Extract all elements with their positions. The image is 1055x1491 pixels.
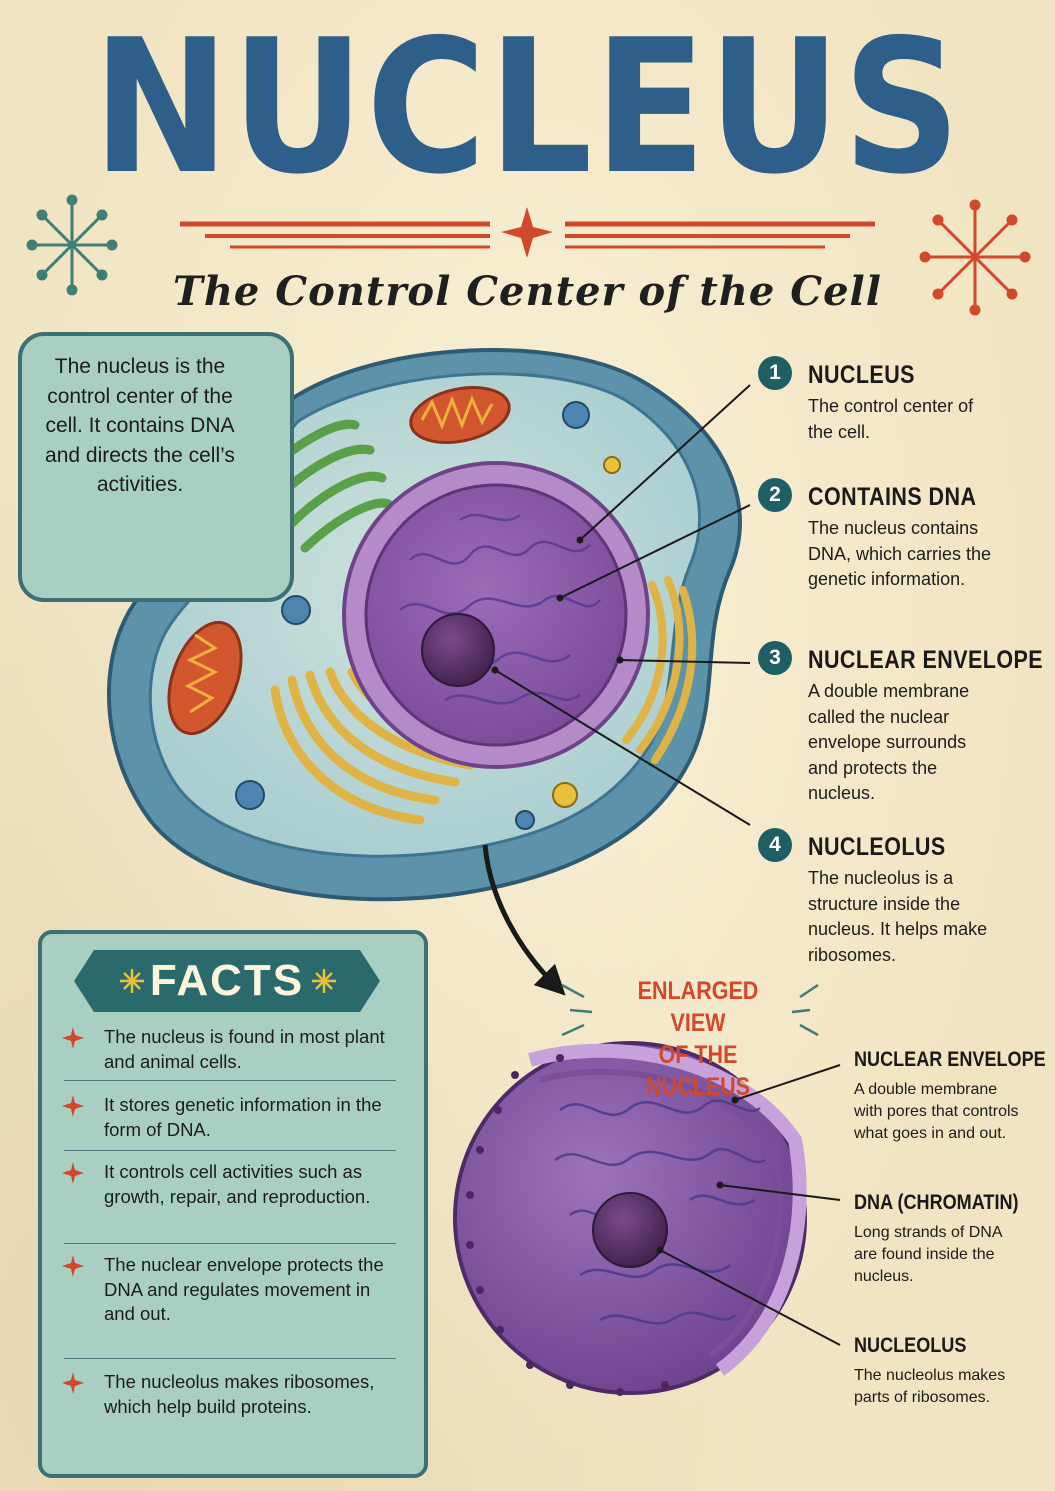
left-starburst-icon [26, 194, 118, 296]
enlarged-leader-lines [659, 1064, 841, 1346]
callout-nuclear-envelope: 3 NUCLEAR ENVELOPE A double membrane cal… [758, 641, 1044, 807]
callout-body: The nucleolus is a structure inside the … [808, 868, 988, 965]
page-subtitle: The Control Center of the Cell [173, 268, 882, 315]
callout-body: A double membrane called the nuclear env… [808, 681, 970, 803]
callout-contains-dna: 2 CONTAINS DNA The nucleus contains DNA,… [758, 478, 1043, 593]
callout-nucleus: 1 NUCLEUS The control center of the cell… [758, 356, 1043, 445]
enlarged-view-label: ENLARGED VIEW OF THE NUCLEUS [612, 975, 784, 1103]
enlarged-label-line2: OF THE NUCLEUS [646, 1041, 750, 1101]
callout-body: The control center of the cell. [808, 396, 974, 442]
mitochondrion-top [409, 386, 511, 444]
enlarged-callout-body: Long strands of DNA are found inside the… [854, 1224, 1002, 1285]
facts-banner [74, 950, 380, 1012]
fact-item: The nucleolus makes ribosomes, which hel… [62, 1370, 394, 1419]
star-bullet-icon [62, 1095, 84, 1117]
nuclear-pores [466, 1054, 669, 1396]
enlarged-callout-heading: DNA (CHROMATIN) [854, 1191, 1019, 1214]
enlarged-label-flourish [561, 983, 819, 1037]
vesicle [515, 810, 535, 830]
enlarged-callout-envelope: NUCLEAR ENVELOPE A double membrane with … [854, 1047, 1054, 1145]
fact-divider [64, 1080, 396, 1081]
animal-cell-illustration [107, 348, 742, 902]
facts-panel [38, 930, 428, 1478]
facts-title: FACTS [149, 956, 305, 1005]
callout-number: 1 [758, 356, 792, 390]
enlarged-callout-heading: NUCLEAR ENVELOPE [854, 1048, 1046, 1071]
enlarged-callout-body: The nucleolus makes parts of ribosomes. [854, 1367, 1006, 1406]
enlarged-callout-body: A double membrane with pores that contro… [854, 1081, 1019, 1142]
mitochondrion-left [167, 620, 243, 736]
chromatin-enlarged [554, 1099, 766, 1325]
callout-body: The nucleus contains DNA, which carries … [808, 518, 992, 589]
vesicle [281, 595, 311, 625]
right-starburst-icon [919, 199, 1031, 316]
page-title: NUCLEUS [92, 0, 963, 216]
vesicle [603, 456, 621, 474]
leader-dots [491, 536, 624, 674]
enlarged-leader-dots [656, 1096, 739, 1254]
enlarged-label-line1: ENLARGED VIEW [637, 977, 759, 1037]
callout-heading: CONTAINS DNA [808, 483, 977, 511]
enlarged-callout-heading: NUCLEOLUS [854, 1334, 967, 1357]
golgi-right [622, 576, 697, 764]
enlarged-callout-nucleolus: NUCLEOLUS The nucleolus makes parts of r… [854, 1333, 1054, 1409]
callout-number: 2 [758, 478, 792, 512]
enlarge-arrow [482, 844, 566, 996]
callout-number: 3 [758, 641, 792, 675]
callout-heading: NUCLEOLUS [808, 833, 946, 861]
title-decoration [180, 207, 875, 258]
fact-divider [64, 1358, 396, 1359]
callout-nucleolus: 4 NUCLEOLUS The nucleolus is a structure… [758, 828, 1043, 968]
fact-text: It controls cell activities such as grow… [104, 1161, 371, 1207]
callout-heading: NUCLEAR ENVELOPE [808, 646, 1044, 674]
fact-item: It controls cell activities such as grow… [62, 1160, 394, 1209]
fact-item: The nucleus is found in most plant and a… [62, 1025, 394, 1074]
enlarged-nucleus-illustration [453, 1041, 807, 1396]
vesicle [235, 780, 265, 810]
fact-item: It stores genetic information in the for… [62, 1093, 394, 1142]
fact-text: The nucleolus makes ribosomes, which hel… [104, 1371, 375, 1417]
star-bullet-icon [62, 1372, 84, 1394]
callout-number: 4 [758, 828, 792, 862]
fact-divider [64, 1243, 396, 1244]
star-bullet-icon [62, 1162, 84, 1184]
fact-text: It stores genetic information in the for… [104, 1094, 382, 1140]
enlarged-callout-dna: DNA (CHROMATIN) Long strands of DNA are … [854, 1190, 1054, 1288]
fact-text: The nucleus is found in most plant and a… [104, 1026, 385, 1072]
intro-box [18, 332, 294, 602]
fact-item: The nuclear envelope protects the DNA an… [62, 1253, 394, 1327]
callout-leader-lines [494, 384, 751, 826]
nucleolus [421, 613, 495, 687]
callout-heading: NUCLEUS [808, 361, 915, 389]
nucleolus-enlarged [592, 1192, 668, 1268]
fact-divider [64, 1150, 396, 1151]
intro-text: The nucleus is the control center of the… [45, 355, 235, 496]
nucleus-inner [364, 483, 628, 747]
fact-text: The nuclear envelope protects the DNA an… [104, 1254, 384, 1324]
vesicle [552, 782, 578, 808]
vesicle [562, 401, 590, 429]
star-bullet-icon [62, 1027, 84, 1049]
star-bullet-icon [62, 1255, 84, 1277]
